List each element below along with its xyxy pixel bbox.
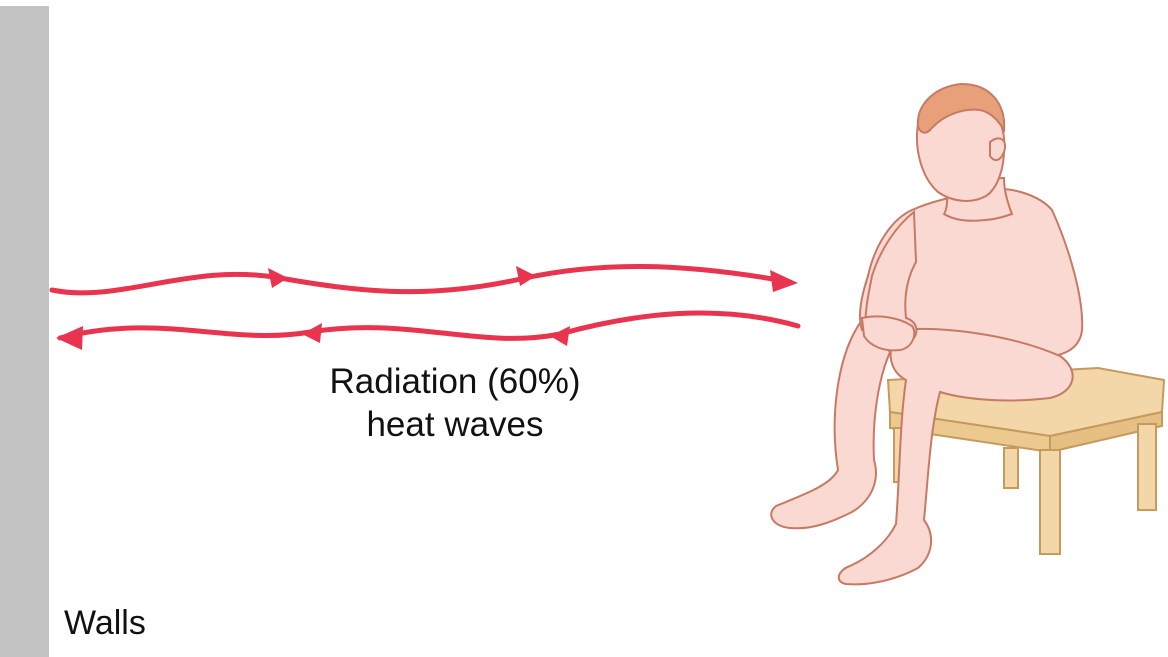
seated-person-illustration (770, 82, 1084, 586)
outgoing-arrowhead-2 (516, 266, 536, 286)
wall-label: Walls (64, 604, 146, 642)
outgoing-arrowhead-3 (770, 270, 798, 292)
returning-arrowhead-3 (56, 326, 83, 350)
returning-arrowhead-1 (550, 326, 570, 346)
wall (0, 6, 49, 657)
outgoing-arrowhead-1 (268, 268, 288, 288)
radiation-caption: Radiation (60%) heat waves (300, 360, 610, 446)
caption-line-1: Radiation (60%) (329, 362, 581, 401)
caption-line-2: heat waves (366, 405, 544, 444)
returning-heat-wave (57, 310, 801, 341)
outgoing-heat-wave (49, 263, 793, 296)
returning-arrowhead-2 (302, 323, 322, 343)
